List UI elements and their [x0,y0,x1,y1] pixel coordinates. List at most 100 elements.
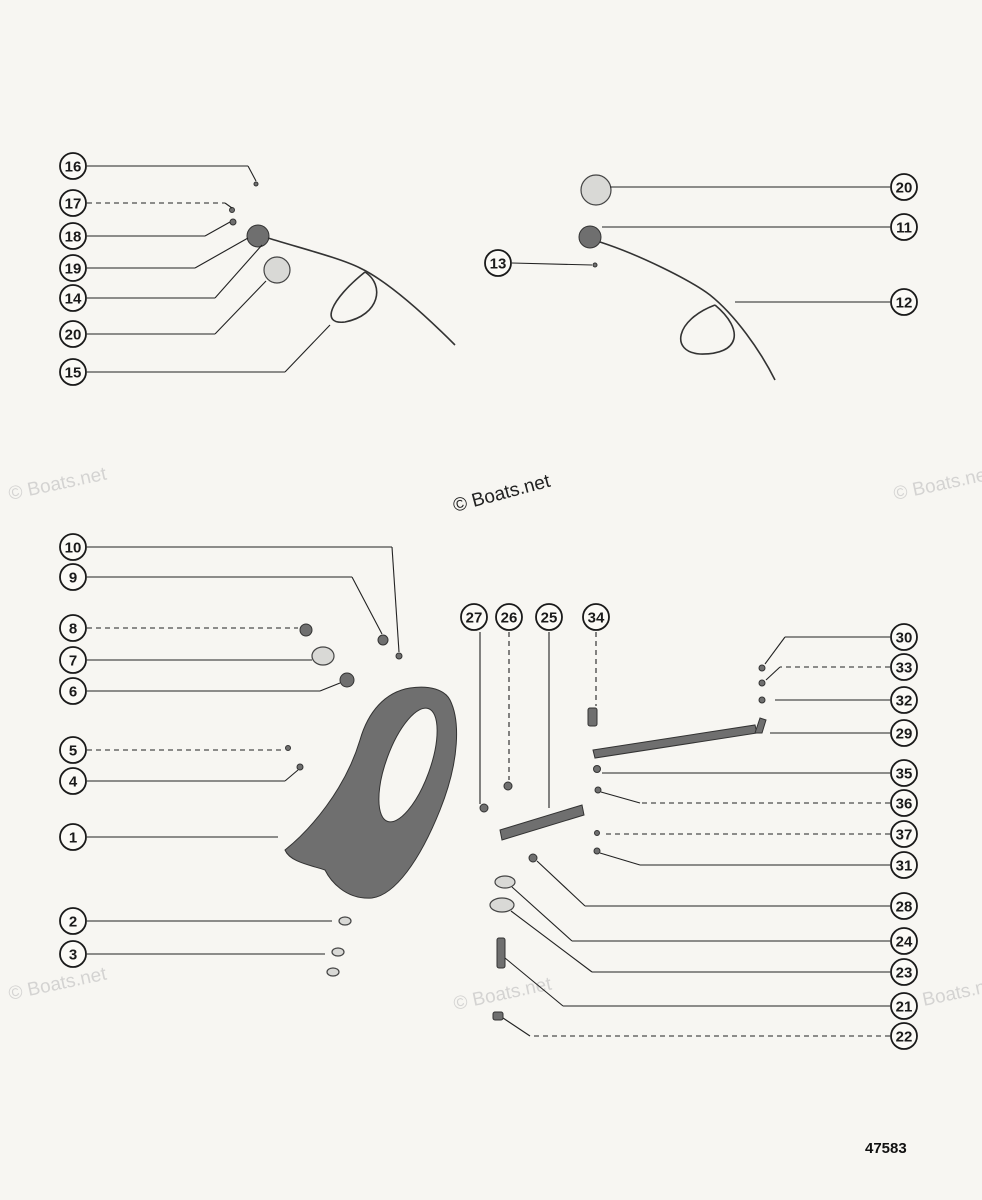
callout-31: 31 [890,851,918,879]
svg-text:32: 32 [896,693,913,710]
svg-text:12: 12 [896,295,913,312]
callout-20: 20 [59,320,87,348]
part-washer-3 [331,947,345,957]
part-pin-30 [758,664,766,672]
callout-12: 12 [890,288,918,316]
svg-text:13: 13 [490,256,507,273]
svg-text:29: 29 [896,726,913,743]
callout-22: 22 [890,1022,918,1050]
svg-text:23: 23 [896,965,913,982]
callout-32: 32 [890,686,918,714]
callout-14: 14 [59,284,87,312]
part-sender-left [246,224,270,248]
callout-20-right: 20 [890,173,918,201]
part-screw-8 [299,623,313,637]
svg-text:37: 37 [896,827,913,844]
callout-15: 15 [59,358,87,386]
svg-text:21: 21 [896,999,913,1016]
upper-left-sensor-assembly [229,181,456,346]
part-nut-28 [528,853,538,863]
part-spacer-26 [503,781,513,791]
svg-text:3: 3 [69,947,77,964]
wire-loop-right [679,304,736,355]
svg-text:16: 16 [65,159,82,176]
callout-7: 7 [59,646,87,674]
wire-left [267,237,456,346]
part-ring-7 [311,646,335,666]
part-washer-18 [229,218,237,226]
callout-5: 5 [59,736,87,764]
part-washer-23 [489,897,515,913]
svg-text:15: 15 [65,365,82,382]
svg-text:33: 33 [896,660,913,677]
callout-23: 23 [890,958,918,986]
part-screw-21 [496,937,506,969]
watermark-main: © Boats.net [451,471,553,517]
callout-24: 24 [890,927,918,955]
callouts: 16 17 18 19 14 20 15 20 11 13 12 10 9 8 … [59,152,918,1050]
callout-2: 2 [59,907,87,935]
callout-36: 36 [890,789,918,817]
part-washer-36 [594,786,602,794]
svg-text:25: 25 [541,610,558,627]
callout-37: 37 [890,820,918,848]
callout-11: 11 [890,213,918,241]
part-pin-31 [593,847,601,855]
leader-lines [87,165,890,1037]
part-pin-4 [296,763,304,771]
callout-10: 10 [59,533,87,561]
part-rod-29 [592,724,758,759]
part-washer-2 [338,916,352,926]
svg-text:8: 8 [69,621,77,638]
bracket-assembly [284,623,457,977]
callout-13: 13 [484,249,512,277]
watermark-left: © Boats.net [7,464,109,505]
svg-text:35: 35 [896,766,913,783]
part-washer-32 [758,696,766,704]
svg-text:11: 11 [896,220,912,237]
part-washer-3b [326,967,340,977]
callout-9: 9 [59,563,87,591]
wire-right [599,241,776,381]
svg-text:18: 18 [65,229,82,246]
callout-21: 21 [890,992,918,1020]
callout-6: 6 [59,677,87,705]
callout-34: 34 [582,603,610,631]
callout-25: 25 [535,603,563,631]
watermark-bottom-center: © Boats.net [452,974,554,1015]
svg-text:28: 28 [896,899,913,916]
svg-text:30: 30 [896,630,913,647]
svg-text:17: 17 [65,196,82,213]
svg-text:26: 26 [501,610,518,627]
svg-text:31: 31 [896,858,913,875]
svg-text:7: 7 [69,653,77,670]
svg-text:6: 6 [69,684,77,701]
callout-19: 19 [59,254,87,282]
callout-27: 27 [460,603,488,631]
part-arm-25 [499,804,585,841]
svg-text:27: 27 [466,610,483,627]
part-sender-right [578,225,602,249]
watermark-right: © Boats.net [892,464,982,505]
callout-8: 8 [59,614,87,642]
part-washer-35 [593,765,601,773]
svg-text:14: 14 [65,291,82,308]
figure-number: 47583 [865,1140,907,1157]
svg-text:24: 24 [896,934,913,951]
part-screw-16 [253,181,259,187]
svg-text:9: 9 [69,570,77,587]
svg-text:34: 34 [588,610,605,627]
watermark-bottom-left: © Boats.net [7,964,109,1005]
callout-33: 33 [890,653,918,681]
callout-16: 16 [59,152,87,180]
part-washer-33 [758,679,766,687]
callout-17: 17 [59,189,87,217]
wire-loop-left [330,271,378,323]
callout-4: 4 [59,767,87,795]
svg-text:10: 10 [65,540,82,557]
part-bolt-27 [479,803,489,813]
svg-text:1: 1 [69,830,77,847]
watermark-faded: © Boats.net © Boats.net © Boats.net © Bo… [7,464,982,1015]
callout-18: 18 [59,222,87,250]
callout-3: 3 [59,940,87,968]
